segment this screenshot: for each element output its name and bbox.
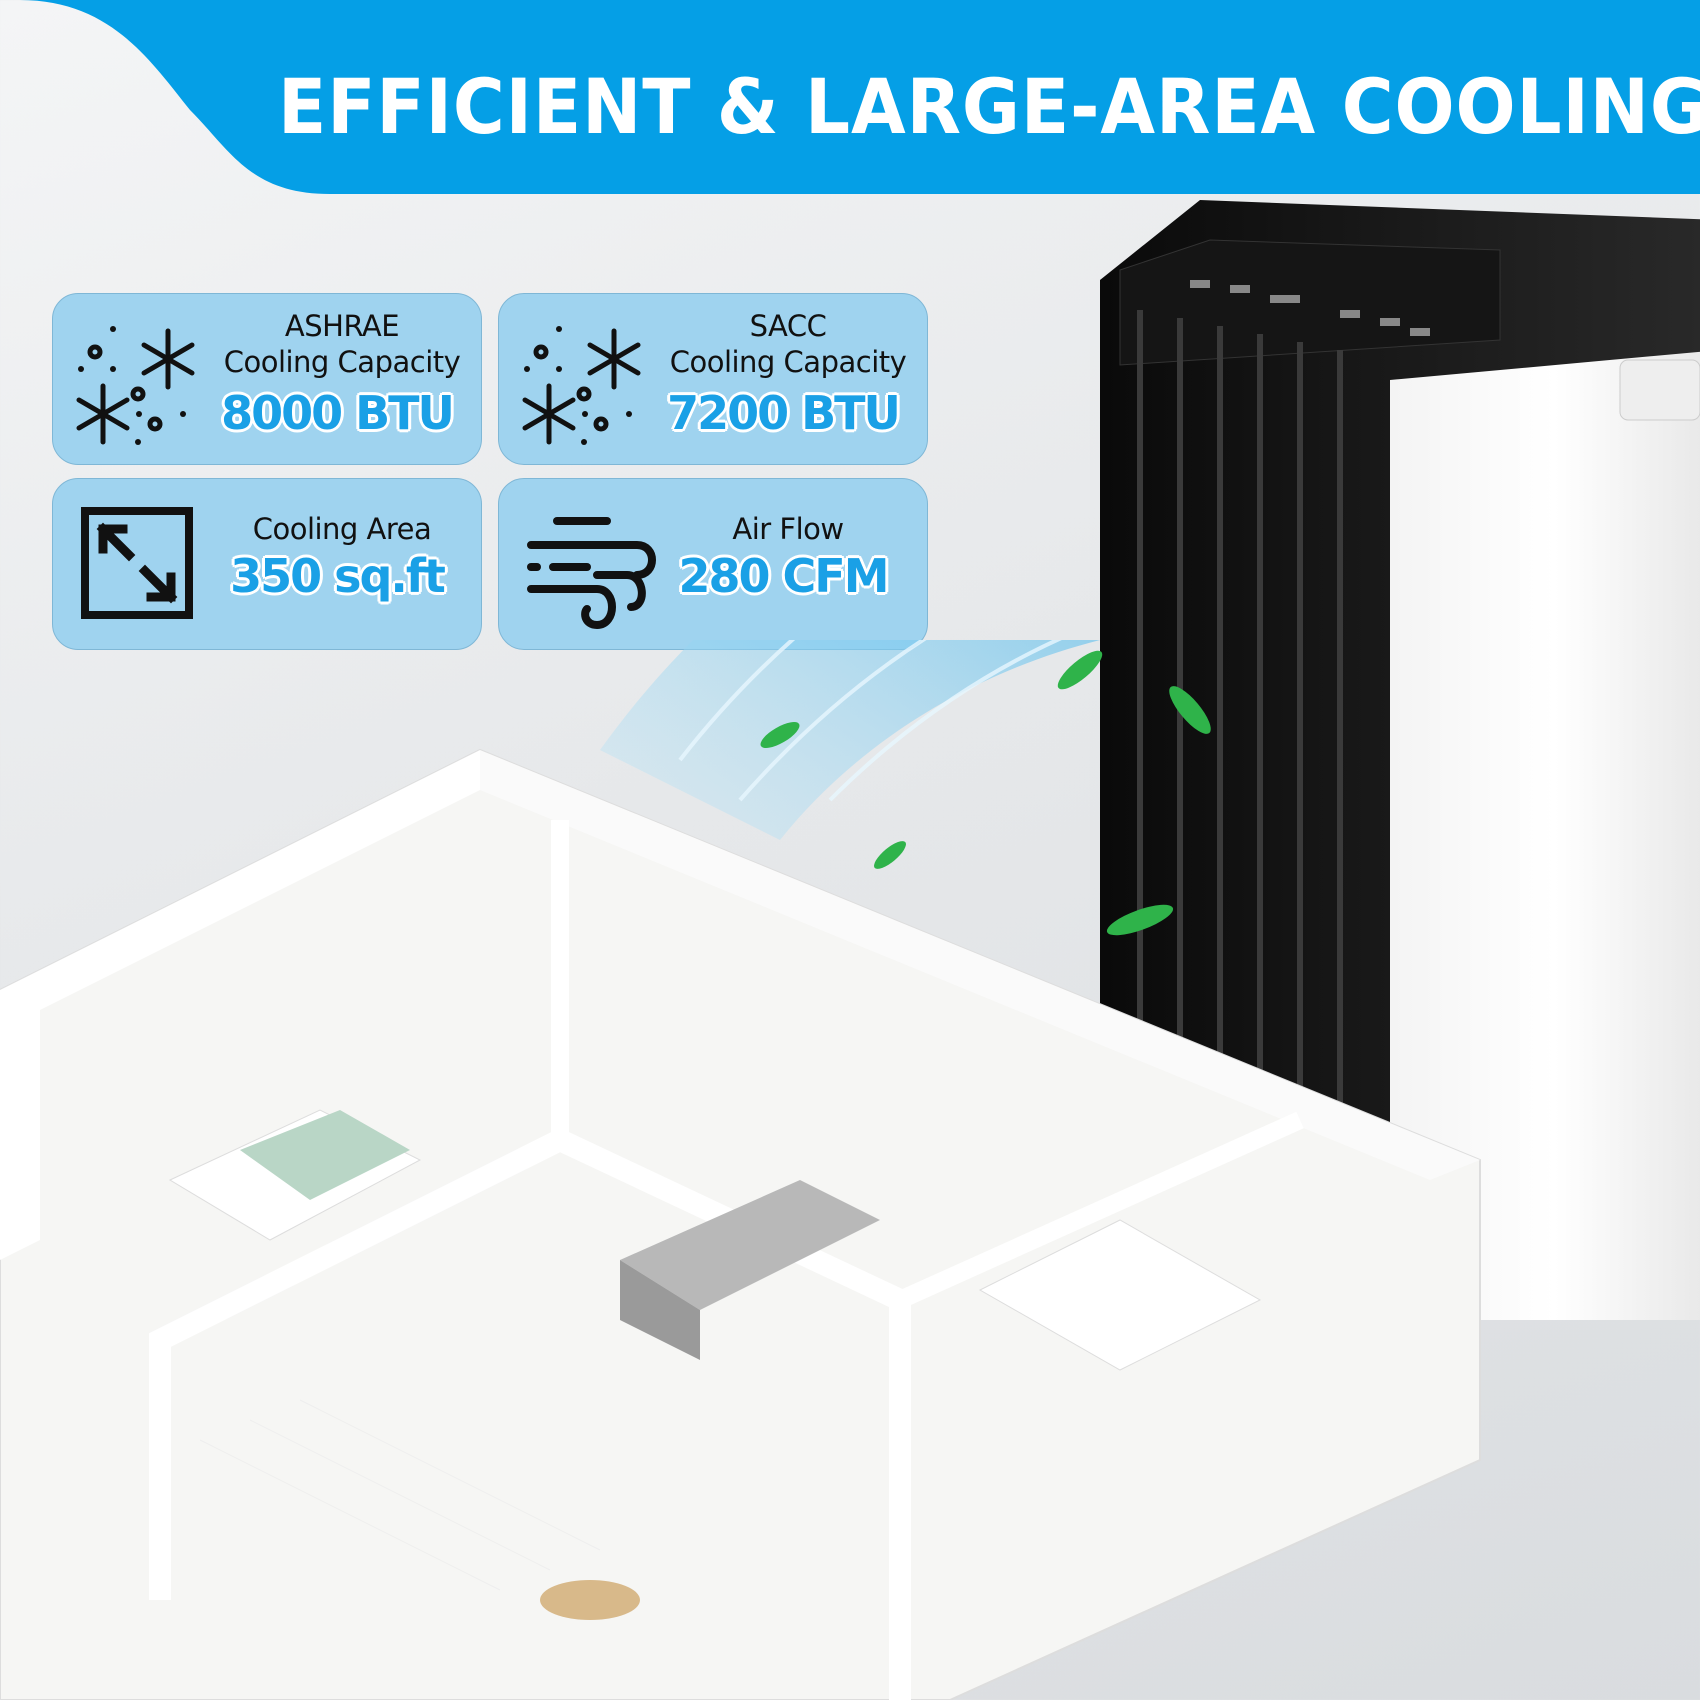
table	[540, 1580, 640, 1620]
spec-value: 280 CFM	[678, 549, 890, 603]
leaves	[760, 650, 1211, 936]
title-banner	[20, 0, 1700, 194]
spec-value: 7200 BTU	[667, 386, 901, 440]
spec-value: 350 sq.ft	[230, 549, 446, 603]
spec-label: Air Flow	[732, 512, 844, 546]
expand-arrows-icon	[81, 507, 193, 619]
sofa	[620, 1180, 880, 1360]
snowflakes-icon	[522, 326, 641, 445]
wind-icon	[527, 517, 656, 630]
spec-label: Cooling Area	[252, 512, 432, 546]
spec-label: Cooling Capacity	[223, 345, 461, 379]
spec-card-ashrae: ASHRAE Cooling Capacity 8000 BTU	[52, 293, 482, 465]
spec-value: 8000 BTU	[221, 386, 455, 440]
portable-air-conditioner	[1100, 200, 1700, 1320]
bathtub	[978, 1219, 1262, 1371]
apartment-floor-plan-illustration	[0, 640, 1481, 1700]
spec-card-cooling-area: Cooling Area 350 sq.ft	[52, 478, 482, 650]
spec-card-sacc: SACC Cooling Capacity 7200 BTU	[498, 293, 928, 465]
spec-label: Cooling Capacity	[669, 345, 907, 379]
page-title: EFFICIENT & LARGE-AREA COOLING	[278, 62, 1700, 151]
cool-airflow	[600, 640, 1101, 840]
bed	[168, 1109, 422, 1241]
spec-card-air-flow: Air Flow 280 CFM	[498, 478, 928, 650]
spec-label-standard: SACC	[749, 309, 827, 343]
snowflakes-icon	[76, 326, 195, 445]
spec-label-standard: ASHRAE	[284, 309, 400, 343]
